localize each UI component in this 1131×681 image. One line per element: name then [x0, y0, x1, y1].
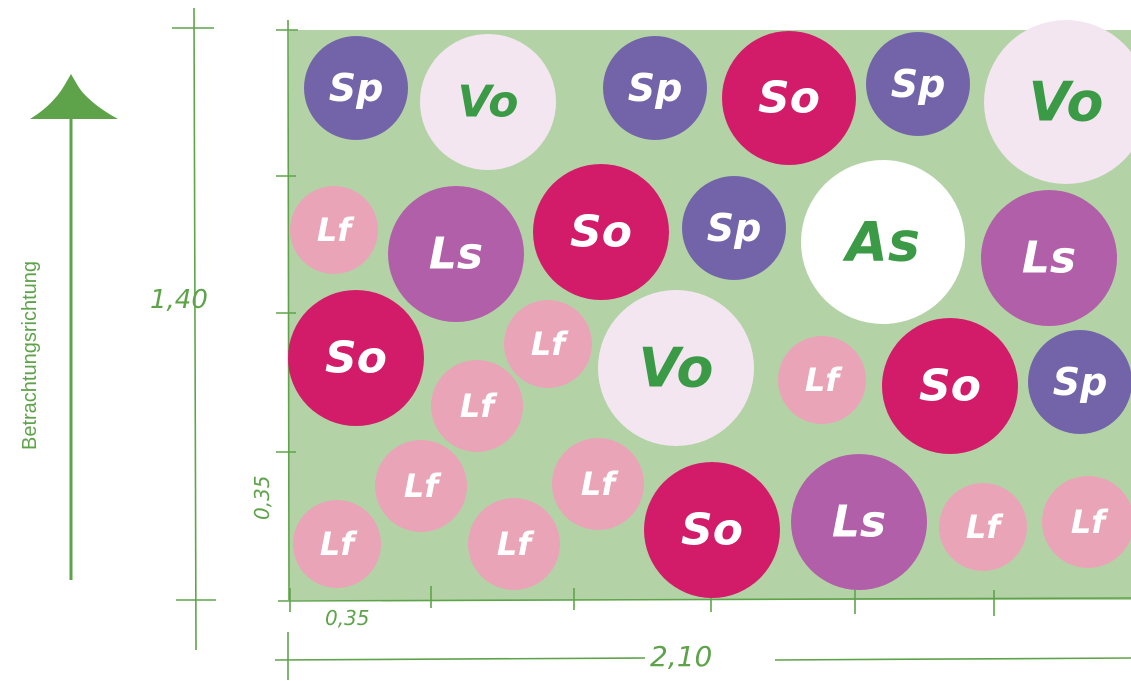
viewing-direction-arrow: [30, 74, 118, 580]
plant-circle: [778, 336, 866, 424]
plant-so: So: [882, 318, 1018, 454]
plant-sp: Sp: [304, 36, 408, 140]
plant-circle: [533, 164, 669, 300]
width-dimension-label: 2,10: [650, 640, 713, 673]
plant-label: Vo: [639, 337, 714, 400]
plant-label: So: [681, 505, 743, 556]
plant-label: Sp: [707, 206, 762, 250]
plant-lf: Lf: [778, 336, 866, 424]
height-dimension-label: 1,40: [150, 285, 208, 315]
plant-label: Lf: [531, 325, 569, 363]
plant-label: Lf: [460, 387, 498, 425]
width-dimension-line: [274, 632, 1131, 680]
plant-sp: Sp: [1028, 330, 1131, 434]
plant-circle: [981, 190, 1117, 326]
plant-so: So: [644, 462, 780, 598]
plant-as: As: [801, 160, 965, 324]
plant-label: Lf: [404, 467, 442, 505]
height-dimension-line: [172, 7, 216, 651]
plant-label: Lf: [320, 525, 358, 563]
plant-circle: [882, 318, 1018, 454]
plant-circle: [682, 176, 786, 280]
plant-label: So: [325, 333, 387, 384]
plant-label: Lf: [966, 508, 1004, 546]
plant-sp: Sp: [603, 36, 707, 140]
plant-circle: [866, 32, 970, 136]
plant-label: Ls: [832, 497, 886, 548]
plant-label: Lf: [317, 211, 355, 249]
plant-label: Sp: [891, 62, 946, 106]
plant-label: Lf: [1071, 503, 1109, 541]
plant-lf: Lf: [552, 438, 644, 530]
grid-y-dimension-label: 0,35: [250, 475, 274, 520]
viewing-direction-text: Betrachtungsrichtung: [18, 260, 41, 450]
plant-circle: [603, 36, 707, 140]
plant-circle: [293, 500, 381, 588]
grid-x-dimension-label: 0,35: [325, 606, 370, 630]
plant-ls: Ls: [388, 186, 524, 322]
plant-circle: [791, 454, 927, 590]
plant-circle: [552, 438, 644, 530]
plant-lf: Lf: [293, 500, 381, 588]
plant-lf: Lf: [290, 186, 378, 274]
plant-label: As: [842, 211, 920, 274]
bed-bottom-edge: [277, 586, 1131, 616]
plant-vo: Vo: [420, 34, 556, 170]
plant-label: Sp: [329, 66, 384, 110]
plant-circle: [420, 34, 556, 170]
plant-circle: [644, 462, 780, 598]
plant-so: So: [533, 164, 669, 300]
plant-ls: Ls: [981, 190, 1117, 326]
plant-sp: Sp: [682, 176, 786, 280]
plant-circle: [468, 498, 560, 590]
plant-lf: Lf: [468, 498, 560, 590]
bed-left-edge: [276, 19, 298, 601]
plant-label: So: [570, 207, 632, 258]
plant-circle: [722, 31, 856, 165]
plant-label: Sp: [628, 66, 683, 110]
plant-circle: [939, 483, 1027, 571]
plant-lf: Lf: [504, 300, 592, 388]
plant-circle: [288, 290, 424, 426]
plant-label: So: [919, 361, 981, 412]
plant-so: So: [722, 31, 856, 165]
plant-vo: Vo: [984, 20, 1131, 184]
plant-label: So: [758, 73, 820, 124]
plant-label: Vo: [457, 77, 518, 128]
plant-circle: [375, 440, 467, 532]
plant-ls: Ls: [791, 454, 927, 590]
plant-label: Ls: [1022, 233, 1076, 284]
viewing-direction-label: Betrachtungsrichtung: [10, 180, 50, 530]
plant-circle: [598, 290, 754, 446]
plant-circle: [431, 360, 523, 452]
plant-sp: Sp: [866, 32, 970, 136]
plant-circle: [984, 20, 1131, 184]
plant-lf: Lf: [1042, 476, 1131, 568]
plant-so: So: [288, 290, 424, 426]
plant-label: Lf: [497, 525, 535, 563]
plant-label: Lf: [581, 465, 619, 503]
plant-label: Vo: [1029, 71, 1104, 134]
plant-circle: [1028, 330, 1131, 434]
plant-label: Lf: [805, 361, 843, 399]
plant-circle: [290, 186, 378, 274]
plant-circle: [1042, 476, 1131, 568]
plant-lf: Lf: [939, 483, 1027, 571]
plant-circle: [504, 300, 592, 388]
plant-label: Ls: [429, 229, 483, 280]
plant-circle: [801, 160, 965, 324]
plant-label: Sp: [1053, 360, 1108, 404]
plant-lf: Lf: [431, 360, 523, 452]
plant-lf: Lf: [375, 440, 467, 532]
plant-vo: Vo: [598, 290, 754, 446]
plant-circle: [388, 186, 524, 322]
plant-circle: [304, 36, 408, 140]
